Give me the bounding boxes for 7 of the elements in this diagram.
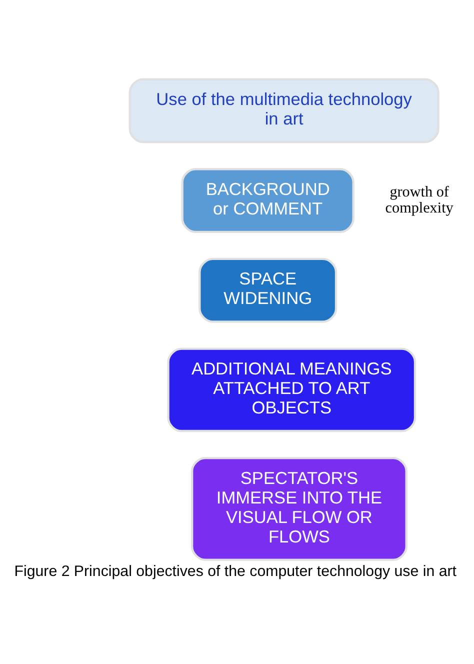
node-box: ADDITIONAL MEANINGS ATTACHED TO ART OBJECTS [167, 348, 416, 432]
node-box: SPACE WIDENING [198, 258, 338, 323]
node-box: Use of the multimedia technology in art [128, 78, 440, 144]
label: growth of complexity [385, 184, 454, 217]
node-box: BACKGROUND or COMMENT [181, 168, 354, 233]
node-box: SPECTATOR'S IMMERSE INTO THE VISUAL FLOW OR FLOWS [191, 456, 408, 561]
caption: Figure 2 Principal objectives of the computer technology use in art [14, 563, 456, 580]
